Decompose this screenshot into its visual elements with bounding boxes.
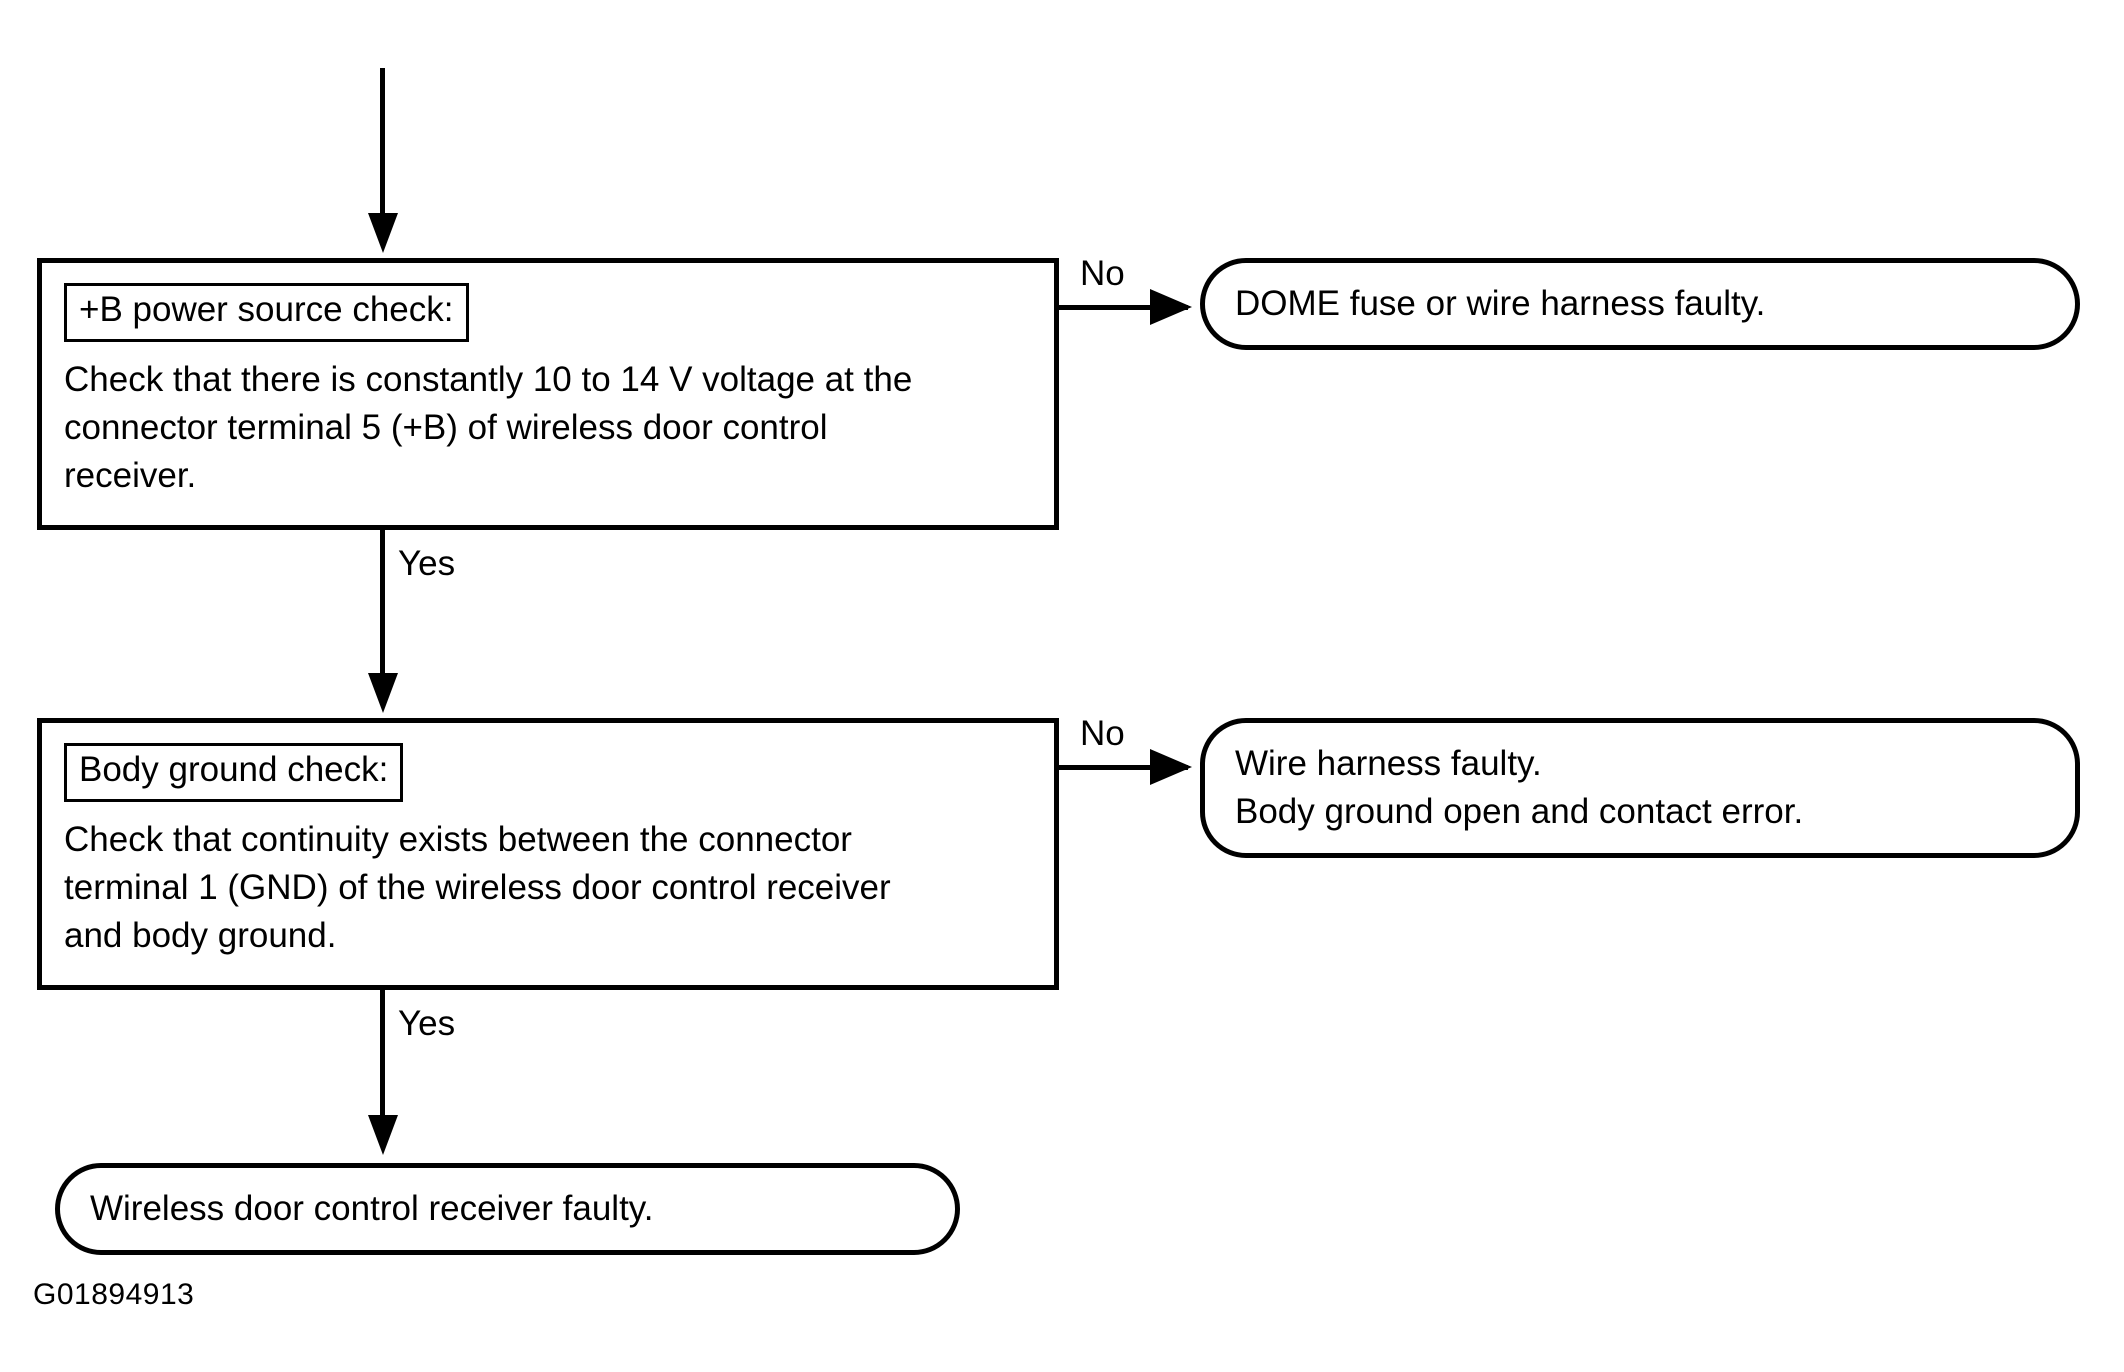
check1-yes-arrowhead-icon xyxy=(368,673,398,713)
check2-no-arrowhead-icon xyxy=(1150,749,1192,785)
check2-no-label: No xyxy=(1080,714,1125,753)
decision-box-power-source-body: Check that there is constantly 10 to 14 … xyxy=(64,360,913,495)
decision-box-power-source-title: +B power source check: xyxy=(64,283,469,342)
result-box-wire-harness-line-2: Body ground open and contact error. xyxy=(1235,792,1804,831)
check2-no-vertical-stub xyxy=(1054,718,1059,770)
entry-arrowhead-icon xyxy=(368,213,398,253)
decision-box-body-ground-inner: Body ground check: Check that continuity… xyxy=(42,723,1054,960)
decision-box-body-ground-body: Check that continuity exists between the… xyxy=(64,820,891,955)
figure-reference-code: G01894913 xyxy=(33,1278,195,1311)
check1-no-label: No xyxy=(1080,254,1125,293)
check2-no-horizontal-line xyxy=(1054,765,1188,770)
check1-yes-vertical-line xyxy=(380,530,385,678)
check1-no-arrowhead-icon xyxy=(1150,289,1192,325)
check1-no-horizontal-line xyxy=(1054,305,1188,310)
result-box-receiver-faulty-line-1: Wireless door control receiver faulty. xyxy=(90,1189,654,1228)
check2-yes-vertical-line xyxy=(380,990,385,1120)
entry-connector-line xyxy=(380,68,385,218)
result-box-dome-fuse-line-1: DOME fuse or wire harness faulty. xyxy=(1235,284,1766,323)
decision-box-power-source[interactable]: +B power source check: Check that there … xyxy=(37,258,1059,530)
decision-box-power-source-inner: +B power source check: Check that there … xyxy=(42,263,1054,500)
result-box-wire-harness[interactable]: Wire harness faulty. Body ground open an… xyxy=(1200,718,2080,858)
result-box-dome-fuse[interactable]: DOME fuse or wire harness faulty. xyxy=(1200,258,2080,350)
decision-box-body-ground[interactable]: Body ground check: Check that continuity… xyxy=(37,718,1059,990)
result-box-wire-harness-line-1: Wire harness faulty. xyxy=(1235,744,1542,783)
check1-no-vertical-stub xyxy=(1054,258,1059,310)
decision-box-body-ground-title: Body ground check: xyxy=(64,743,404,802)
check2-yes-label: Yes xyxy=(398,1004,456,1043)
result-box-receiver-faulty[interactable]: Wireless door control receiver faulty. xyxy=(55,1163,960,1255)
check1-yes-label: Yes xyxy=(398,544,456,583)
check2-yes-arrowhead-icon xyxy=(368,1115,398,1155)
